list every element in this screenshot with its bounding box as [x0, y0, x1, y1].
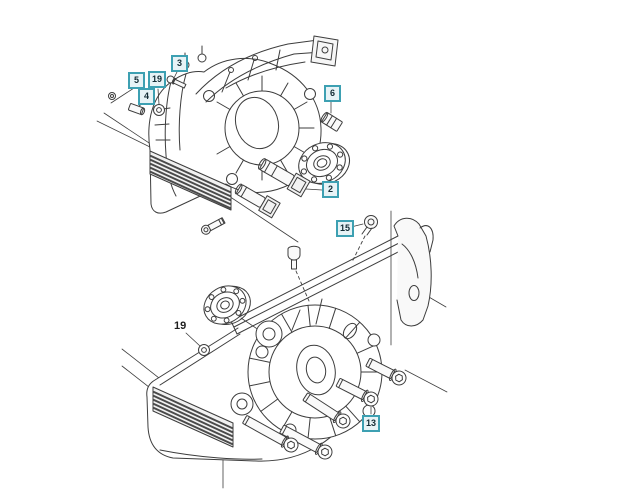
bolt-part-6	[320, 111, 343, 132]
bolt-flange-lower	[234, 183, 281, 219]
part-callout-4[interactable]: 4	[138, 88, 155, 105]
screw-center-top	[287, 245, 310, 302]
washer-part-19-upper	[153, 104, 165, 116]
ball-bearing-lower	[203, 285, 251, 325]
bolt-part-2	[258, 158, 311, 198]
ball-bearing-upper	[298, 142, 350, 185]
part-callout-19-upper[interactable]: 19	[148, 71, 167, 88]
upper-arm-frame	[195, 35, 339, 103]
upper-ribbed-flange	[149, 150, 232, 211]
lower-ribbed-flange	[152, 386, 234, 448]
screw-part-15	[351, 215, 378, 263]
beam-boss	[255, 320, 283, 348]
part-callout-15[interactable]: 15	[336, 220, 355, 237]
upper-case-left-ribs	[164, 73, 187, 197]
part-label-19-lower: 19	[174, 320, 187, 332]
bolts-part-13	[242, 357, 407, 460]
part-callout-5[interactable]: 5	[128, 72, 145, 89]
part-callout-3[interactable]: 3	[171, 55, 188, 72]
lower-top-beam	[230, 217, 434, 335]
screw-part-3	[166, 75, 187, 89]
part-callout-13[interactable]: 13	[362, 415, 381, 432]
front-boss	[230, 392, 254, 416]
upper-crankcase-view	[96, 35, 350, 243]
part-callout-2[interactable]: 2	[322, 181, 339, 198]
lower-crankcase-view	[121, 210, 448, 489]
washer-part-19-lower	[198, 344, 210, 356]
small-screw-bottom	[200, 217, 226, 235]
lower-case-inner-edge	[159, 333, 263, 460]
pin-part-4	[128, 103, 146, 116]
part-callout-6[interactable]: 6	[324, 85, 341, 102]
plug-part-5	[108, 92, 116, 100]
